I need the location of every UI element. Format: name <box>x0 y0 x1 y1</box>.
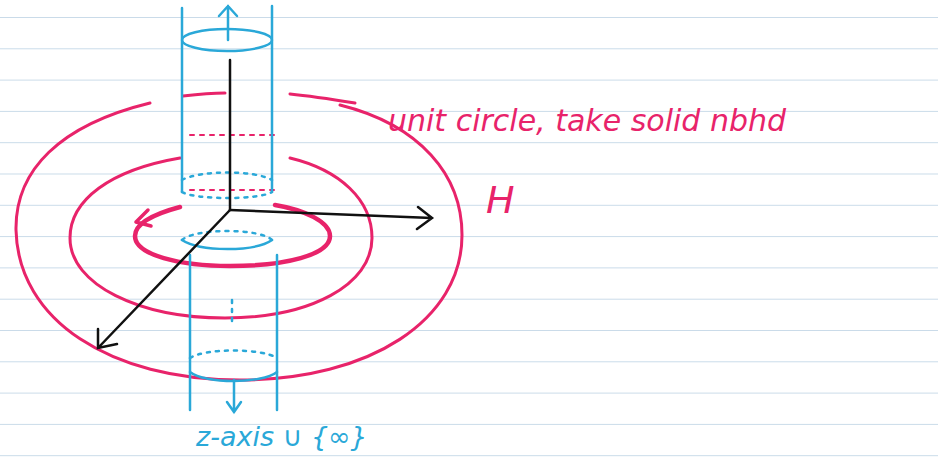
axis-label: z-axis ∪ {∞} <box>196 422 368 452</box>
coordinate-axes <box>98 60 432 348</box>
z-axis-tube <box>182 6 277 412</box>
region-name: H <box>486 180 515 222</box>
note-text: unit circle, take solid nbhd <box>388 104 786 137</box>
